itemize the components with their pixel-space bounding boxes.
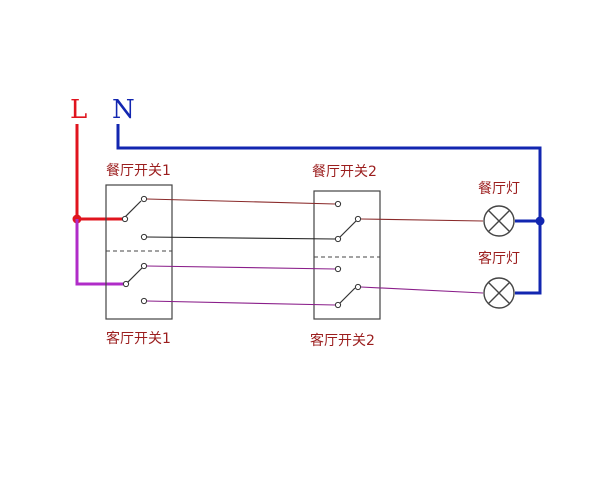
- living-switch-2-label: 客厅开关2: [310, 332, 375, 349]
- dining-switch-1-label: 餐厅开关1: [106, 163, 171, 179]
- neutral-junction-dot: [535, 216, 545, 226]
- living-switch-1-contacts: [122, 262, 148, 305]
- neutral-terminal-label: N: [112, 95, 135, 125]
- living-switch-1-label: 客厅开关1: [106, 330, 171, 347]
- dining-lamp-icon: [483, 205, 515, 237]
- dining-switch-2-label: 餐厅开关2: [312, 164, 377, 180]
- dining-lamp-feed-wire: [360, 218, 484, 222]
- living-lamp-feed-wire: [360, 286, 484, 294]
- living-switch-2-contacts: [334, 265, 362, 309]
- dining-lamp-label: 餐厅灯: [478, 181, 520, 197]
- living-traveler-wire-2: [146, 300, 336, 306]
- switch-box-2: [313, 190, 381, 320]
- live-terminal-label: L: [70, 95, 87, 125]
- switch-box-1: [105, 184, 173, 320]
- dining-switch-2-contacts: [334, 200, 362, 243]
- living-branch-wire: [75, 219, 123, 286]
- dining-traveler-wire-1: [146, 198, 336, 205]
- dining-switch-1-contacts: [121, 195, 148, 241]
- living-traveler-wire-1: [146, 265, 336, 270]
- living-lamp-label: 客厅灯: [478, 250, 520, 267]
- living-lamp-icon: [483, 277, 515, 309]
- dining-traveler-wire-2: [146, 236, 336, 240]
- neutral-wire: [116, 124, 542, 295]
